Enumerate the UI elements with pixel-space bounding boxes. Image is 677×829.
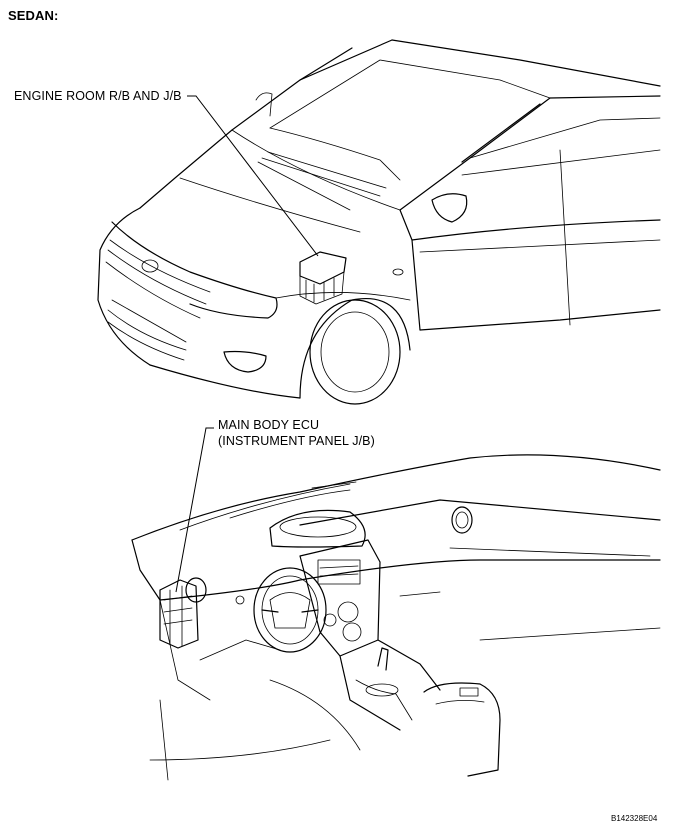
- dashboard-illustration: [131, 427, 661, 781]
- callout-instrument-panel-jb: (INSTRUMENT PANEL J/B): [218, 434, 375, 448]
- callout-engine-room-rb-jb: ENGINE ROOM R/B AND J/B: [14, 89, 182, 103]
- section-title: SEDAN:: [8, 8, 59, 23]
- callout-main-body-ecu: MAIN BODY ECU: [218, 418, 320, 432]
- figure-id: B142328E04: [611, 814, 658, 823]
- car-exterior-illustration: [97, 39, 661, 405]
